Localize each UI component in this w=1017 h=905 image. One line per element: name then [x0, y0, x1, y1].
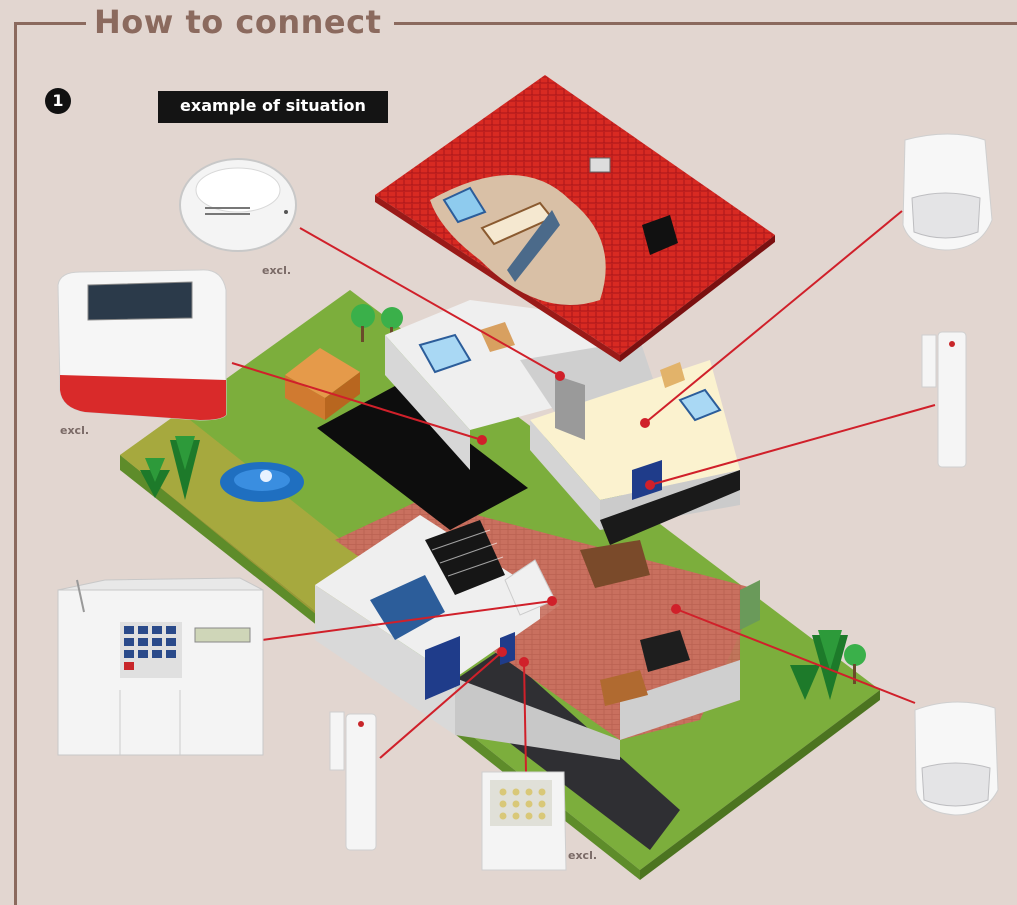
page-title: How to connect: [86, 0, 390, 44]
smoke-detector-icon: [179, 158, 297, 252]
window-contact-icon: [921, 331, 967, 468]
motion-detector-lower-icon: [914, 701, 999, 816]
control-panel-icon: [57, 577, 264, 756]
frame-top-right: [394, 22, 1017, 25]
keypad-icon: [481, 771, 567, 871]
ground-floor: [315, 500, 760, 760]
excl-label-siren: excl.: [60, 424, 90, 437]
motion-detector-upper-icon: [902, 133, 993, 251]
frame-left: [14, 22, 17, 905]
pond: [220, 462, 304, 502]
solar-panel: [317, 386, 528, 530]
excl-label-smoke-detector: excl.: [262, 264, 292, 277]
connector-lines: [231, 210, 936, 773]
situation-label: example of situation: [158, 91, 388, 123]
door-contact-icon: [329, 711, 377, 851]
frame-top-left: [14, 22, 86, 25]
roof: [375, 75, 775, 362]
excl-label-keypad: excl.: [568, 849, 598, 862]
upper-floor: [385, 300, 740, 545]
step-number-badge: 1: [45, 88, 71, 114]
connector-dots: [477, 371, 681, 667]
siren-icon: [57, 269, 227, 421]
